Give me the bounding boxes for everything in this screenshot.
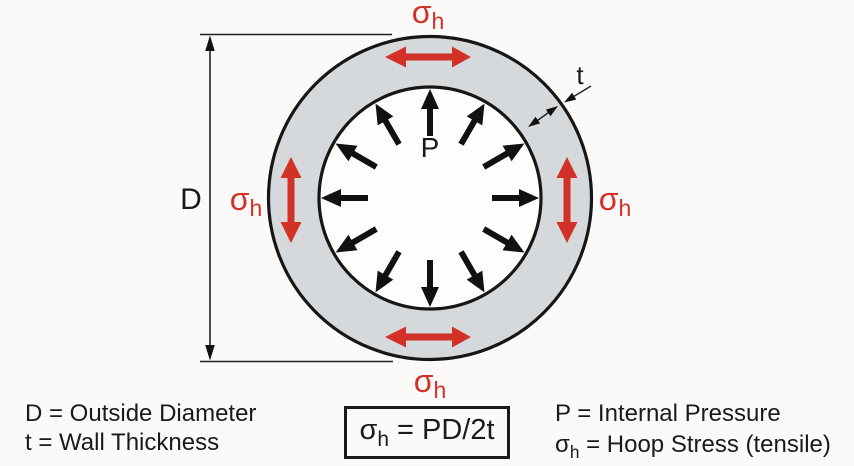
legend-right: P = Internal Pressure σh = Hoop Stress (… (555, 398, 831, 466)
pressure-label: P (421, 132, 440, 163)
diameter-label: D (180, 183, 202, 216)
cylinder-cross-section (266, 34, 594, 362)
legend-left: D = Outside Diameter t = Wall Thickness (25, 399, 256, 457)
thickness-dimension (528, 85, 592, 127)
hoop-arrow-bottom (385, 326, 471, 348)
thickness-label: t (576, 60, 584, 90)
diameter-dimension (200, 33, 393, 363)
hoop-label-bottom: σh (414, 363, 447, 403)
hoop-label-right: σh (599, 181, 632, 221)
internal-pressure-arrows (321, 89, 539, 307)
hoop-stress-arrows (280, 46, 578, 348)
formula-box: σh = PD/2t (344, 406, 510, 459)
diameter-arrowhead-up-icon (205, 35, 215, 51)
hoop-arrow-left (280, 157, 302, 243)
thickness-arrowhead-inner-icon (528, 116, 541, 127)
hoop-label-top: σh (412, 0, 445, 34)
diameter-arrowhead-down-icon (205, 345, 215, 361)
hoop-label-left: σh (230, 181, 263, 221)
legend-hoop-definition: σh = Hoop Stress (tensile) (555, 431, 831, 462)
hoop-arrow-top (385, 46, 471, 68)
legend-d-definition: D = Outside Diameter (25, 400, 257, 427)
thickness-leader-arrowhead-icon (564, 92, 577, 103)
inner-bore-circle (317, 85, 543, 311)
thickness-arrowhead-outer-icon (545, 106, 558, 117)
formula-text: σh = PD/2t (359, 413, 495, 451)
legend-p-definition: P = Internal Pressure (555, 400, 781, 427)
legend-t-definition: t = Wall Thickness (25, 429, 220, 456)
pressure-arrow-shafts (338, 106, 522, 290)
hoop-arrow-right (556, 157, 578, 243)
